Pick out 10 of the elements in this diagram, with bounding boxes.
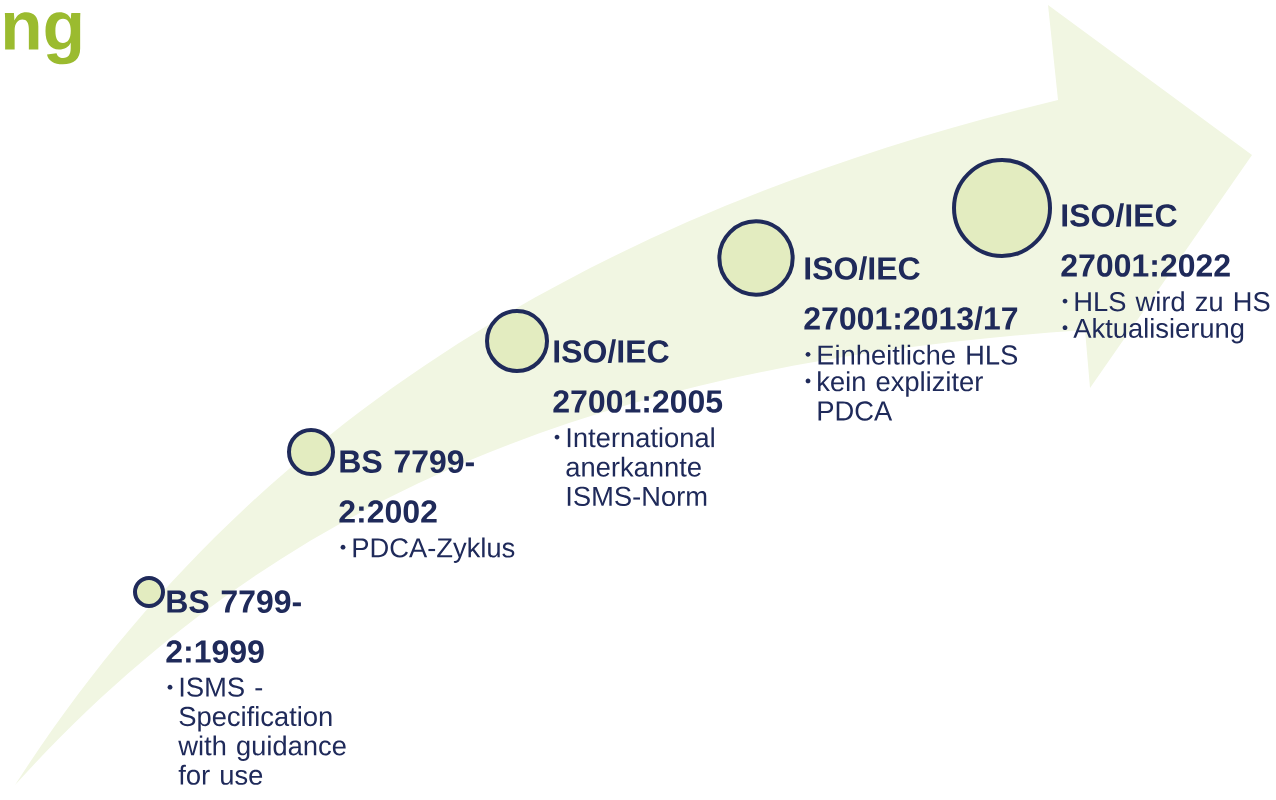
- milestone-heading: BS 7799-2:1999: [133, 576, 301, 663]
- bullet-item: ISMS - Specification with guidance for use: [167, 677, 346, 785]
- milestone-heading: BS 7799-2:2002: [287, 428, 474, 523]
- title: ng: [4, 12, 81, 65]
- bullet-item: PDCA-Zyklus: [340, 537, 515, 563]
- bullet-item: Einheitliche HLS: [805, 344, 1018, 365]
- bullet-item: Aktualisierung: [1062, 317, 1244, 344]
- bullet-item: kein expliziter PDCA: [805, 371, 983, 421]
- bullet-item: HLS wird zu HS: [1062, 291, 1270, 312]
- bullet-item: International anerkannte ISMS-Norm: [554, 427, 714, 507]
